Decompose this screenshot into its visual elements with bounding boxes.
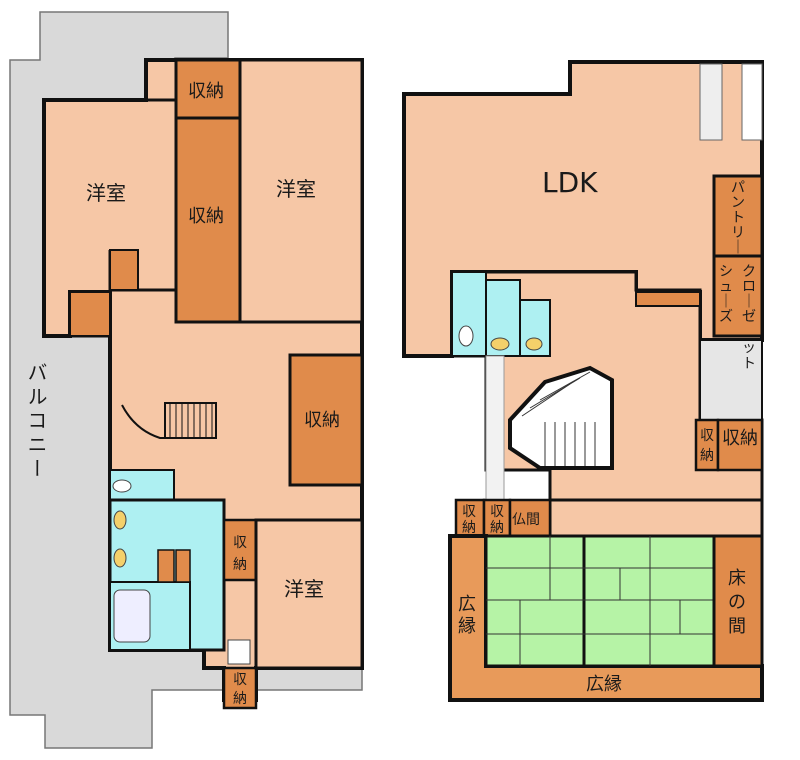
label-storage-bottom-a: 収 xyxy=(233,672,247,688)
svg-text:リ: リ xyxy=(731,225,745,241)
wet-area-floor1 xyxy=(451,271,551,357)
storage-bottom xyxy=(222,666,258,710)
label-storage-row-b: 収 xyxy=(490,504,504,520)
sink-icon xyxy=(113,510,127,530)
stairs-floor1 xyxy=(508,365,614,470)
shoes-closet xyxy=(712,254,764,338)
svg-text:ズ: ズ xyxy=(719,309,733,325)
label-tokonoma-3: 間 xyxy=(728,616,746,637)
svg-text:シ: シ xyxy=(719,264,733,280)
svg-text:ン: ン xyxy=(731,195,745,211)
storage-pair-big xyxy=(716,418,764,472)
label-storage-row-b2: 納 xyxy=(490,520,504,536)
sink-icon-1f-2 xyxy=(525,337,543,351)
svg-text:パ: パ xyxy=(731,180,745,196)
storage-closet-nw xyxy=(109,249,139,291)
label-ldk: LDK xyxy=(542,166,598,199)
floor-1 xyxy=(402,60,764,702)
label-storage-row-a2: 納 xyxy=(462,520,476,536)
label-shoes-closet: シ ュ ｜ ズ xyxy=(719,264,733,325)
label-western-s: 洋室 xyxy=(284,577,324,601)
label-veranda-side-2: 縁 xyxy=(458,616,476,637)
label-storage-pair-small-a: 収 xyxy=(700,428,714,444)
toilet-icon-1f xyxy=(458,325,474,347)
label-tokonoma-1: 床 xyxy=(728,568,746,589)
kitchen-counter xyxy=(699,63,723,141)
label-veranda-side-1: 広 xyxy=(458,594,476,615)
bathtub-icon xyxy=(113,589,151,643)
label-tokonoma-2: の xyxy=(728,592,746,613)
svg-text:ッ: ッ xyxy=(742,340,756,356)
label-storage-pair-big: 収納 xyxy=(722,428,758,449)
wet-area-floor2 xyxy=(108,469,251,665)
label-storage-row-a: 収 xyxy=(462,504,476,520)
label-storage-small-a: 収 xyxy=(233,535,247,551)
label-veranda: 広縁 xyxy=(586,674,622,695)
label-storage-pair-small-b: 納 xyxy=(700,448,714,464)
storage-closet-nw2 xyxy=(69,291,111,337)
label-butsuma: 仏間 xyxy=(512,512,540,528)
label-storage-top: 収納 xyxy=(188,81,224,102)
svg-text:｜: ｜ xyxy=(742,294,756,310)
svg-text:ロ: ロ xyxy=(742,279,756,295)
tatami-rooms xyxy=(484,534,716,668)
svg-text:｜: ｜ xyxy=(719,294,733,310)
sink-icon-2 xyxy=(113,548,127,568)
svg-text:ュ: ュ xyxy=(719,279,733,295)
stairs-floor2 xyxy=(121,402,217,439)
label-balcony: バルコニー xyxy=(24,362,48,482)
label-storage-hall: 収納 xyxy=(304,410,340,431)
label-pantry: パ ン ト リ ｜ xyxy=(731,180,745,256)
label-storage-tall: 収納 xyxy=(188,206,224,227)
svg-text:ゼ: ゼ xyxy=(742,309,756,325)
label-storage-small-b: 納 xyxy=(233,557,247,573)
label-storage-bottom-b: 納 xyxy=(233,691,247,707)
toilet-icon xyxy=(112,479,132,493)
svg-text:ク: ク xyxy=(742,264,756,280)
storage-hall xyxy=(288,353,364,487)
floor-2 xyxy=(9,11,364,749)
label-western-ne: 洋室 xyxy=(276,177,316,201)
washer-icon xyxy=(227,639,251,665)
svg-text:ト: ト xyxy=(742,356,756,372)
svg-text:｜: ｜ xyxy=(731,240,745,256)
label-western-nw: 洋室 xyxy=(86,181,126,205)
tokonoma xyxy=(712,534,764,668)
svg-text:ト: ト xyxy=(731,210,745,226)
sink-icon-1f xyxy=(490,337,510,351)
label-closet: ク ロ ｜ ゼ ッ ト xyxy=(742,264,756,372)
storage-row-b xyxy=(482,498,512,538)
